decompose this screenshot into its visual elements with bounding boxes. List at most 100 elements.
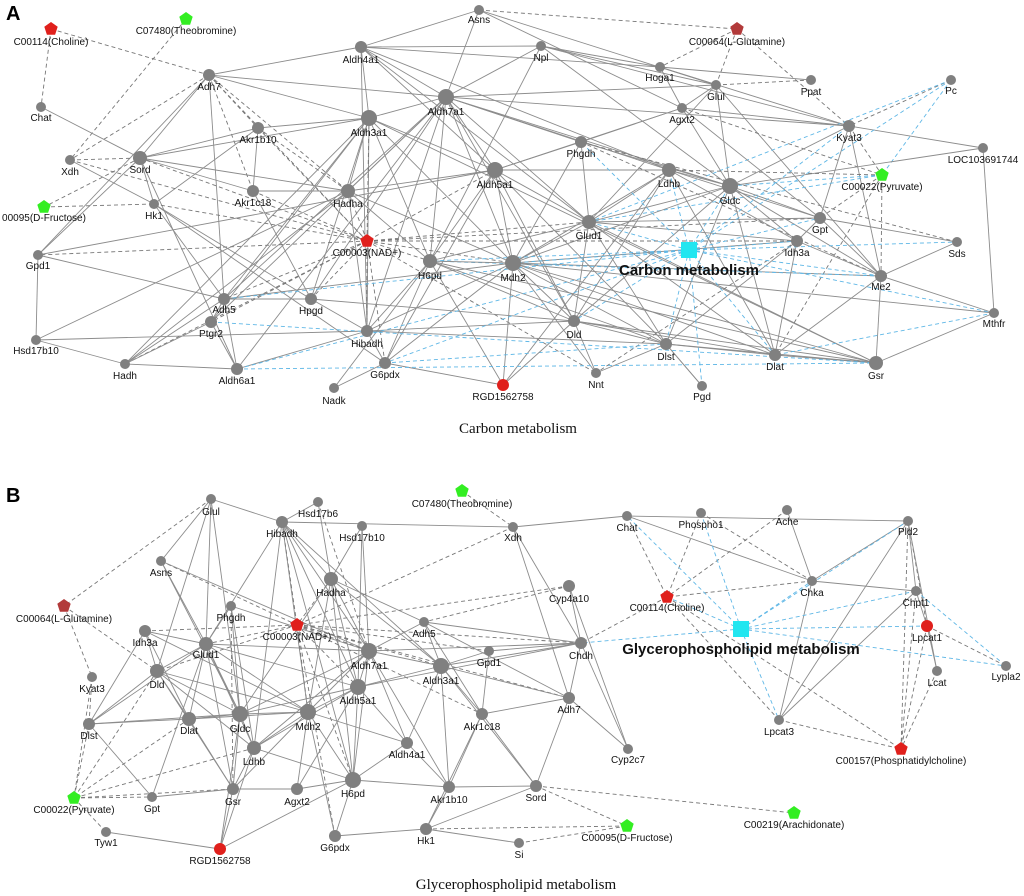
- b-node-marker-gldc: [232, 706, 248, 722]
- a-edge-agxt2-c00022: [681, 107, 883, 176]
- b-edge-hibadh-c00003: [281, 521, 298, 626]
- b-edge-lpcat1-lypla2: [926, 625, 1007, 667]
- a-edge-hibadh-aldh6a1: [236, 330, 368, 370]
- b-edge-h6pd-akr1b10: [352, 779, 450, 788]
- b-node-marker-c00157: [894, 742, 908, 755]
- b-node-label-chpt1: Chpt1: [903, 598, 930, 609]
- b-node-c00064: C00064(L-Glutamine): [16, 599, 112, 625]
- b-node-marker-kyat3: [87, 672, 97, 682]
- a-edge-glud1-h6pd: [429, 221, 590, 262]
- b-node-marker-hk1: [420, 823, 432, 835]
- a-node-label-glud1: Glud1: [576, 231, 603, 242]
- a-edge-c00022-me2: [880, 174, 883, 277]
- b-edge-chdh-aldh3a1: [440, 642, 582, 667]
- a-node-gpd1: Gpd1: [26, 250, 51, 272]
- b-node-label-glul: Glul: [202, 507, 220, 518]
- b-edge-chdh-aldh5a1: [357, 642, 582, 688]
- b-edge-xdh-adh7: [512, 526, 570, 699]
- b-edge-c00003-chdh: [296, 624, 582, 644]
- b-edge-adh7-akr1c18: [481, 697, 570, 715]
- a-node-label-mthfr: Mthfr: [983, 319, 1006, 330]
- b-edge-dld-gldc: [156, 670, 241, 715]
- a-edge-huba-kyat3: [688, 125, 850, 251]
- a-edge-sord-gpd1: [37, 157, 141, 256]
- b-edge-dlat-c00022: [73, 718, 190, 799]
- a-node-label-adh7: Adh7: [197, 82, 221, 93]
- b-pathway-hub: Glycerophospholipid metabolism: [622, 621, 860, 658]
- a-node-dld: Dld: [566, 315, 582, 341]
- a-edge-huba-dld: [573, 249, 690, 322]
- b-node-marker-rgd1562758: [214, 843, 226, 855]
- b-node-marker-c00064: [57, 599, 71, 612]
- a-edge-phgdh-gldc: [580, 141, 731, 187]
- a-node-label-aldh7a1: Aldh7a1: [428, 107, 465, 118]
- a-edge-adh7-adh5: [208, 74, 225, 300]
- b-edge-pld2-c00157: [900, 520, 909, 750]
- b-edge-chdh-cyp4a10: [568, 585, 582, 644]
- b-node-adh7: Adh7: [557, 692, 581, 716]
- b-edge-c00003-dld: [156, 624, 298, 672]
- a-node-label-hoga1: Hoga1: [645, 73, 675, 84]
- b-edge-glud1-mdh2: [205, 643, 309, 713]
- b-edge-hadha-aldh3a1: [330, 578, 442, 667]
- b-node-marker-adh5: [419, 617, 429, 627]
- b-edge-aldh7a1-h6pd: [352, 650, 370, 781]
- b-node-label-hk1: Hk1: [417, 836, 435, 847]
- a-node-marker-agxt2: [677, 103, 687, 113]
- b-edge-chdh-adh7: [568, 642, 582, 699]
- b-node-marker-chat: [622, 511, 632, 521]
- b-node-marker-phospho1: [696, 508, 706, 518]
- a-edge-glul-me2: [715, 84, 882, 277]
- b-edge-gldc-gsr: [232, 713, 241, 790]
- a-node-xdh: Xdh: [61, 155, 79, 178]
- a-node-marker-ptgr2: [205, 316, 217, 328]
- a-edge-mdh2-gsr: [512, 262, 877, 364]
- b-pathway-hub-marker: [733, 621, 749, 637]
- b-edge-phgdh-glud1: [205, 605, 232, 645]
- b-node-marker-mdh2: [300, 704, 316, 720]
- a-edge-glul-gldc: [715, 84, 731, 187]
- a-node-marker-adh5: [218, 293, 230, 305]
- b-node-marker-c00095: [620, 819, 634, 832]
- a-edge-aldh7a1-ptgr2: [210, 96, 447, 323]
- b-node-label-xdh: Xdh: [504, 533, 522, 544]
- a-edge-hadha-aldh5a1: [347, 169, 496, 192]
- a-edge-ldhb-gldc: [668, 169, 731, 187]
- a-node-marker-ldhb: [662, 163, 676, 177]
- b-edge-hadha-aldh5a1: [330, 578, 359, 688]
- b-edge-agxt2-h6pd: [296, 779, 354, 790]
- a-node-label-dld: Dld: [566, 330, 581, 341]
- b-edge-pld2-chka: [811, 520, 909, 582]
- a-edge-hoga1-kyat3: [659, 66, 850, 127]
- b-edge-dlst-gpt: [88, 723, 153, 798]
- a-node-glul: Glul: [707, 80, 725, 103]
- b-node-c00114: C00114(Choline): [630, 590, 704, 614]
- a-node-label-rgd1562758: RGD1562758: [472, 392, 534, 403]
- b-edge-hadha-gldc: [239, 578, 332, 715]
- a-edge-hk1-c00003: [153, 203, 368, 242]
- b-edge-cyp4a10-cyp2c7: [568, 585, 629, 750]
- a-edge-aldh3a1-ptgr2: [210, 117, 370, 323]
- b-node-marker-aldh5a1: [350, 679, 366, 695]
- a-edge-asns-agxt2: [478, 9, 683, 109]
- b-edge-gldc-mdh2: [239, 711, 309, 715]
- b-edge-aldh7a1-aldh3a1: [368, 650, 442, 667]
- b-edge-gpd1-akr1c18: [481, 650, 490, 715]
- a-edge-aldh4a1-hoga1: [360, 46, 661, 68]
- a-edge-huba-adh5: [223, 249, 690, 300]
- a-edge-hadha-hsd17b10: [35, 190, 349, 341]
- a-edge-huba-gldc: [688, 185, 731, 251]
- a-node-marker-h6pd: [423, 254, 437, 268]
- a-edge-c00022-ldhb: [668, 169, 883, 176]
- b-node-label-glud1: Glud1: [193, 650, 220, 661]
- b-edge-glud1-aldh5a1: [205, 643, 359, 688]
- b-node-marker-gpd1: [484, 646, 494, 656]
- a-node-ldhb: Ldhb: [658, 163, 681, 190]
- a-node-label-c00022: C00022(Pyruvate): [841, 182, 922, 193]
- a-node-label-g6pdx: G6pdx: [370, 370, 399, 381]
- a-edge-glud1-dlat: [588, 221, 776, 356]
- b-edge-c00114-chdh: [580, 596, 668, 644]
- a-edge-aldh7a1-gldc: [445, 96, 731, 187]
- a-edge-adh7-gpd1: [37, 74, 210, 256]
- a-edge-glul-aldh7a1: [445, 84, 717, 98]
